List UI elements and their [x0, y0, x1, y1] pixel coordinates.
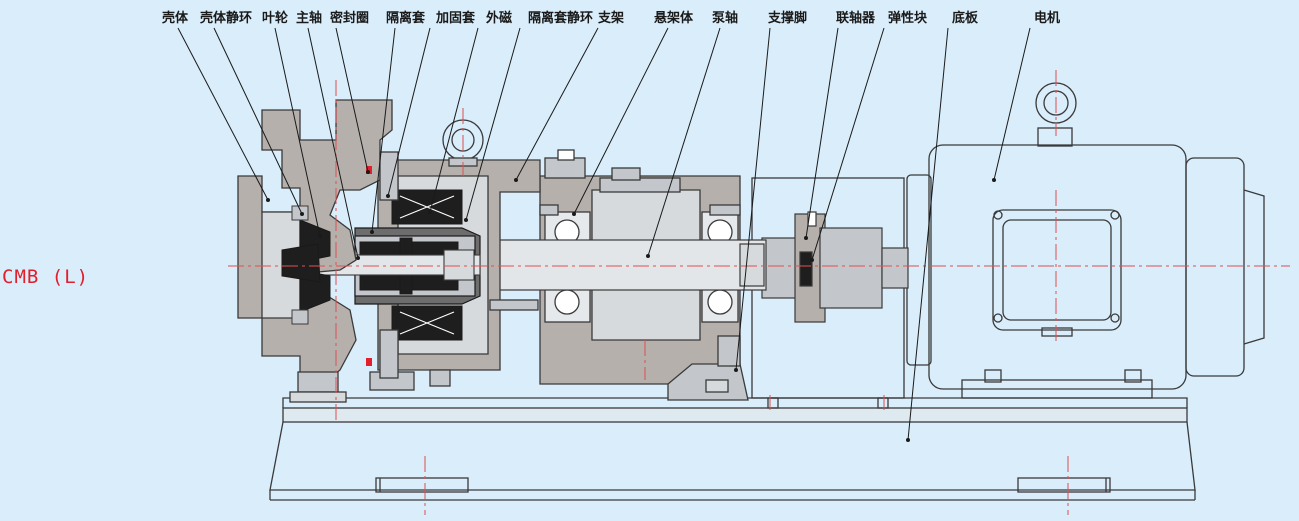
outer-magnet [391, 189, 463, 341]
motor [906, 82, 1265, 399]
label-base-plate: 底板 [952, 10, 979, 26]
leader-lines [177, 27, 1031, 441]
label-seal-ring: 密封圈 [329, 10, 369, 26]
label-sleeve-ring: 隔离套静环 [528, 10, 593, 26]
label-support-foot: 支撑脚 [767, 10, 807, 26]
label-isolation-sleeve: 隔离套 [386, 10, 426, 26]
label-impeller: 叶轮 [262, 10, 288, 26]
part-labels: 壳体 壳体静环 叶轮 主轴 密封圈 隔离套 加固套 外磁 隔离套静环 支架 悬架… [161, 10, 1060, 26]
main-shaft [317, 249, 481, 281]
leader-dots [266, 170, 996, 442]
label-coupling: 联轴器 [836, 10, 876, 26]
label-main-shaft: 主轴 [296, 10, 322, 26]
label-bracket: 支架 [597, 10, 624, 26]
impeller [281, 219, 331, 313]
label-casing-ring: 壳体静环 [199, 10, 252, 26]
label-outer-magnet: 外磁 [485, 10, 512, 26]
label-pump-casing: 壳体 [161, 10, 189, 26]
label-bearing-housing: 悬架体 [654, 10, 694, 26]
center-lines [228, 70, 1290, 515]
label-pump-shaft: 泵轴 [712, 10, 738, 26]
label-elastic-block: 弹性块 [888, 10, 928, 26]
casing-ring [291, 205, 309, 325]
label-motor: 电机 [1034, 10, 1060, 26]
inner-rotor [359, 237, 459, 295]
seal-ring [366, 166, 372, 366]
model-label: CMB (L) [2, 266, 90, 288]
label-reinforcing-sleeve: 加固套 [435, 10, 476, 26]
base-plate [269, 397, 1196, 501]
coupling [761, 211, 909, 323]
pump-shaft [495, 239, 767, 291]
